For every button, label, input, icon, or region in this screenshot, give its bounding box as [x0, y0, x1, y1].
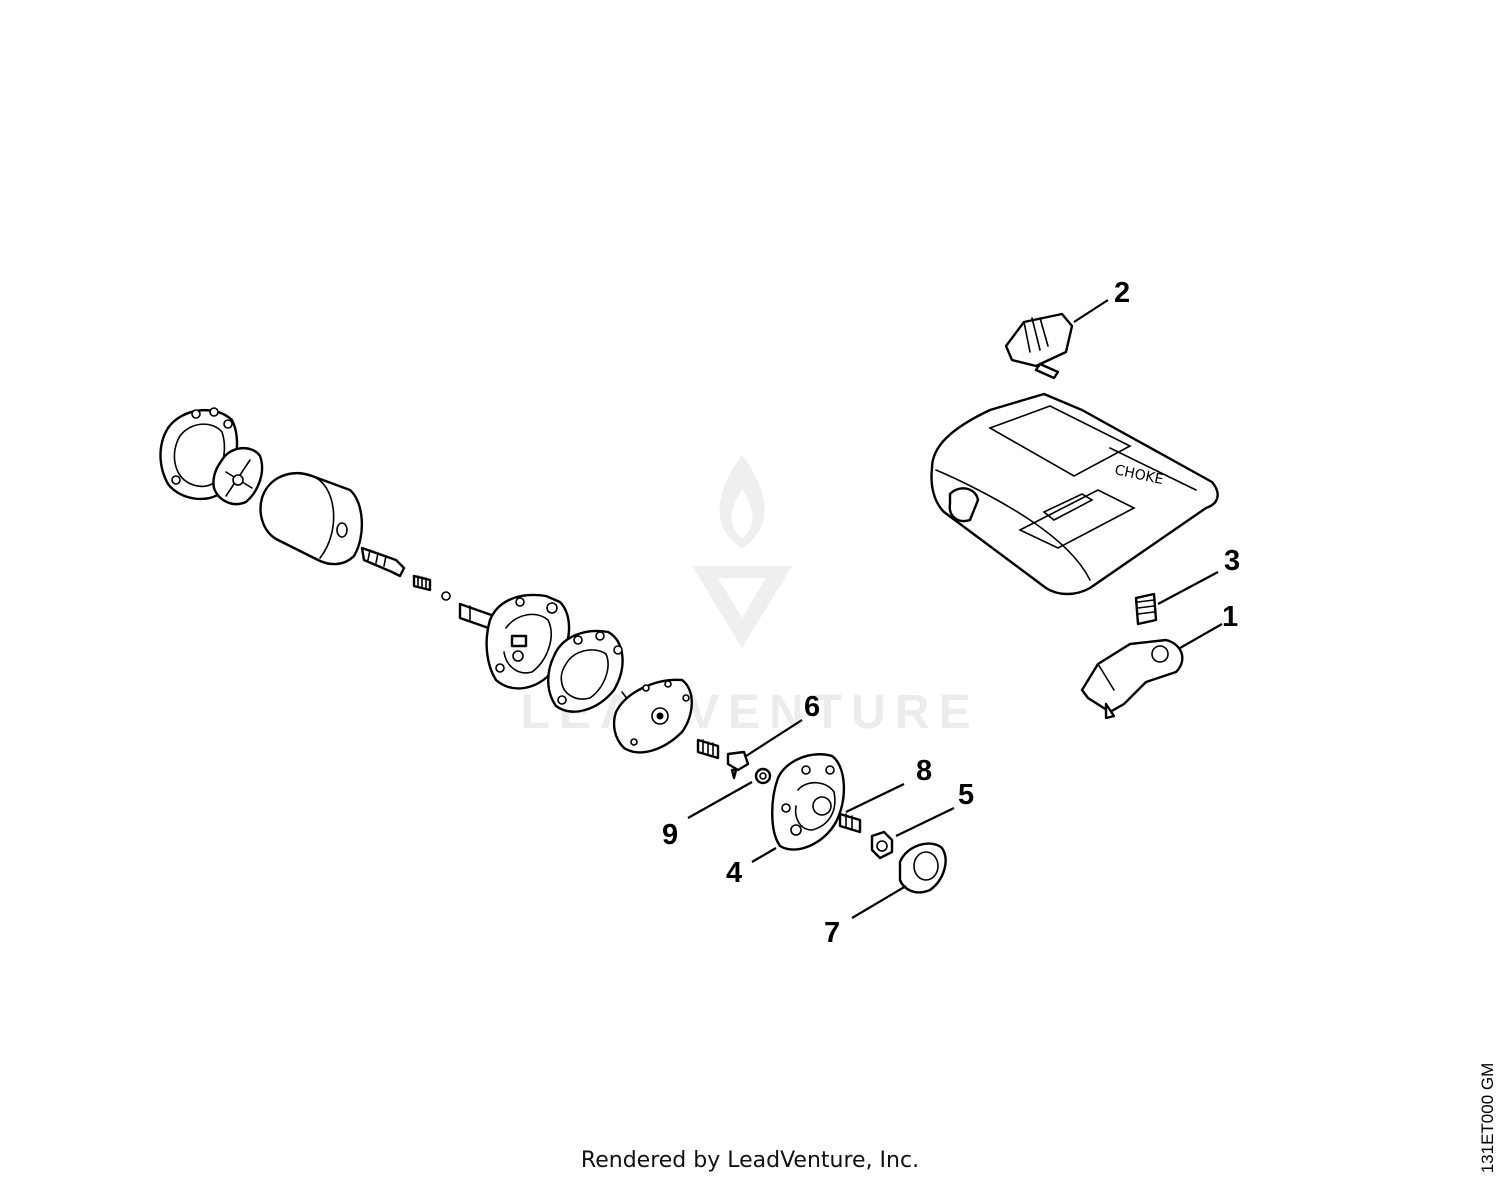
- callout-6: 6: [804, 691, 820, 723]
- callout-4: 4: [726, 857, 742, 889]
- callout-7: 7: [824, 917, 840, 949]
- choke-knob: [1004, 312, 1074, 380]
- callout-1: 1: [1222, 601, 1238, 633]
- diaphragm-plate: [212, 447, 264, 506]
- cap: [898, 842, 947, 894]
- diaphragm: [612, 678, 693, 754]
- rendered-by-credit: Rendered by LeadVenture, Inc.: [580, 1148, 920, 1173]
- callout-2: 2: [1114, 277, 1130, 309]
- front-gasket: [547, 629, 624, 713]
- drawing-number-wrapper: 131ET000 GM: [1476, 1048, 1500, 1188]
- callouts: 1 2 3 4 5 6 7 8 9: [662, 277, 1240, 949]
- valve-needle: [726, 750, 750, 780]
- callout-3: 3: [1224, 545, 1240, 577]
- o-ring: [754, 767, 772, 785]
- washer-nut: [870, 830, 894, 860]
- filter-cylinder: [259, 472, 364, 566]
- callout-5: 5: [958, 779, 974, 811]
- end-cover: [771, 753, 846, 851]
- fitting: [838, 812, 862, 834]
- drawing-number: 131ET000 GM: [1478, 1062, 1497, 1174]
- callout-8: 8: [916, 755, 932, 787]
- callout-9: 9: [662, 819, 678, 851]
- pump-housing: [485, 593, 571, 690]
- needle-screw: [360, 546, 406, 578]
- carburetor-cover: CHOKE: [930, 392, 1219, 596]
- small-spring: [412, 574, 432, 592]
- leader-lines: [687, 299, 1223, 919]
- cover-spring: [1134, 592, 1158, 626]
- lever: [1080, 638, 1184, 720]
- spring: [696, 738, 720, 760]
- small-ball: [441, 591, 451, 601]
